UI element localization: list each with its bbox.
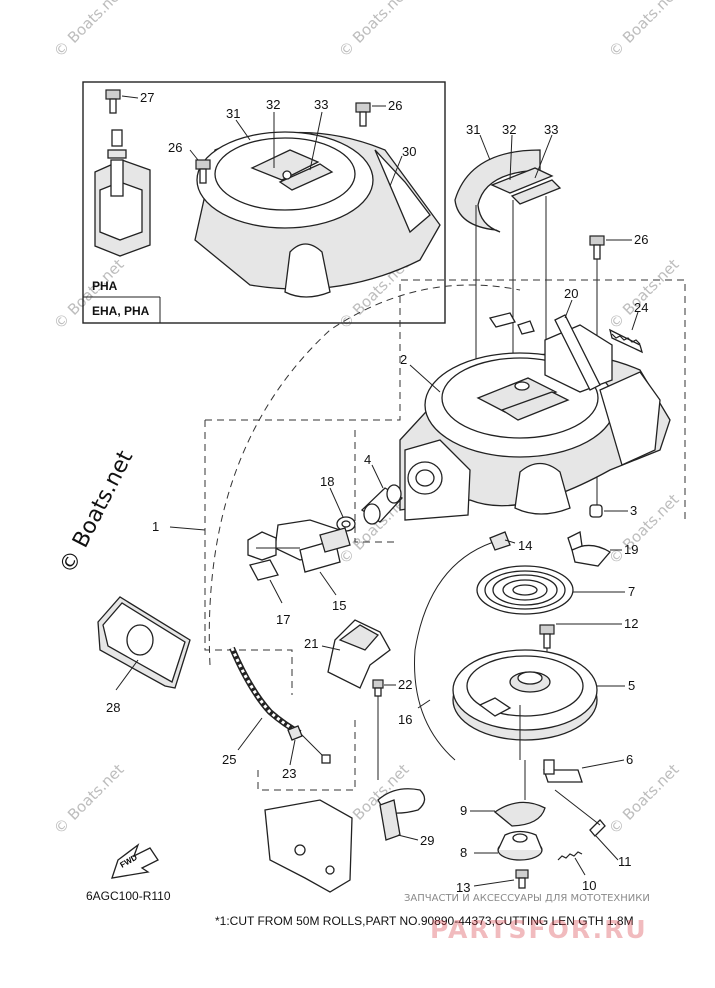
assembly-outline xyxy=(204,279,686,791)
callout-32: 32 xyxy=(266,97,280,112)
callout-22: 22 xyxy=(398,677,412,692)
cable-16: 14 16 xyxy=(398,531,532,761)
callout-9: 9 xyxy=(460,803,467,818)
screw-27 xyxy=(105,89,121,114)
watermark: © Boats.net xyxy=(605,490,683,568)
inset-starter-cover xyxy=(194,131,441,298)
part-20: 20 xyxy=(554,286,601,391)
part-19: 19 xyxy=(567,531,638,567)
screw-13: 13 xyxy=(456,869,529,895)
bracket-17: 17 xyxy=(247,531,300,627)
callout-31: 31 xyxy=(466,122,480,137)
handle-15: 15 xyxy=(274,519,351,613)
callout-16: 16 xyxy=(398,712,412,727)
bolt-12: 12 xyxy=(539,616,638,685)
callout-8: 8 xyxy=(460,845,467,860)
pawl-6: 6 xyxy=(543,752,633,783)
callout-13: 13 xyxy=(456,880,470,895)
watermark: © Boats.net xyxy=(50,255,128,333)
watermark-shop-logo: PARTSFOR.RU xyxy=(430,915,648,944)
callout-24: 24 xyxy=(634,300,648,315)
callout-26: 26 xyxy=(388,98,402,113)
callout-12: 12 xyxy=(624,616,638,631)
callout-25: 25 xyxy=(222,752,236,767)
callout-1: 1 xyxy=(152,519,159,534)
watermark: © Boats.net xyxy=(50,760,128,838)
watermark-vertical: © Boats.net xyxy=(55,446,138,577)
callout-32: 32 xyxy=(502,122,516,137)
plate-8: 8 xyxy=(460,830,543,861)
watermark: © Boats.net xyxy=(605,255,683,333)
callout-5: 5 xyxy=(628,678,635,693)
callout-29: 29 xyxy=(420,833,434,848)
mount-plate xyxy=(264,799,353,893)
callout-11: 11 xyxy=(618,854,632,869)
callout-31: 31 xyxy=(226,106,240,121)
watermark: © Boats.net xyxy=(335,0,413,61)
callout-18: 18 xyxy=(320,474,334,489)
watermark: © Boats.net xyxy=(605,0,683,61)
callout-28: 28 xyxy=(106,700,120,715)
plate-9: 9 xyxy=(460,801,546,827)
spiral-spring-7: 7 xyxy=(476,565,635,615)
callout-33: 33 xyxy=(314,97,328,112)
pulley-5: 5 xyxy=(452,649,635,741)
inset-box: PHA EHA, PHA 27 xyxy=(82,81,446,324)
footnote: *1:CUT FROM 50M ROLLS,PART NO.90890-4437… xyxy=(215,914,634,928)
callout-7: 7 xyxy=(628,584,635,599)
clip-23: 23 xyxy=(282,725,303,781)
callout-33: 33 xyxy=(544,122,558,137)
spring-10: 10 xyxy=(557,851,596,893)
plate-28: 28 xyxy=(97,596,191,715)
callout-30: 30 xyxy=(402,144,416,159)
watermark: © Boats.net xyxy=(605,760,683,838)
callout-10: 10 xyxy=(582,878,596,893)
watermark: © Boats.net xyxy=(50,0,128,61)
callout-3: 3 xyxy=(630,503,637,518)
callout-19: 19 xyxy=(624,542,638,557)
part-29: 29 xyxy=(377,788,434,848)
watermark-shop-line: ЗАПЧАСТИ И АКСЕССУАРЫ ДЛЯ МОТОТЕХНИКИ xyxy=(404,893,650,904)
callout-23: 23 xyxy=(282,766,296,781)
inset-label-eha-pha: EHA, PHA xyxy=(92,304,150,318)
callout-26: 26 xyxy=(634,232,648,247)
cable-25: 25 xyxy=(222,646,331,767)
bolt-26-inset-right xyxy=(355,102,371,127)
callout-14: 14 xyxy=(518,538,532,553)
callout-2: 2 xyxy=(400,352,407,367)
callout-26: 26 xyxy=(168,140,182,155)
callout-6: 6 xyxy=(626,752,633,767)
part-11: 11 xyxy=(589,819,632,869)
callout-4: 4 xyxy=(364,452,371,467)
starter-housing: 2 xyxy=(399,312,671,521)
inset-label-pha: PHA xyxy=(92,279,118,293)
callout-21: 21 xyxy=(304,636,318,651)
spring-24: 24 xyxy=(609,300,648,354)
callout-27: 27 xyxy=(140,90,154,105)
bracket-21: 21 xyxy=(304,619,391,689)
grommet-4: 4 xyxy=(360,452,404,525)
collar-18: 18 xyxy=(320,474,356,532)
screw-22: 22 xyxy=(372,677,412,697)
diagram-code: 6AGC100-R110 xyxy=(86,889,171,903)
callout-20: 20 xyxy=(564,286,578,301)
inset-bracket xyxy=(94,129,151,257)
part-3: 3 xyxy=(589,503,637,518)
decal-set: 31 32 33 xyxy=(454,122,562,420)
callout-17: 17 xyxy=(276,612,290,627)
fwd-arrow-icon: FWD xyxy=(111,843,159,879)
callout-15: 15 xyxy=(332,598,346,613)
bolt-26-inset-left xyxy=(195,159,211,184)
